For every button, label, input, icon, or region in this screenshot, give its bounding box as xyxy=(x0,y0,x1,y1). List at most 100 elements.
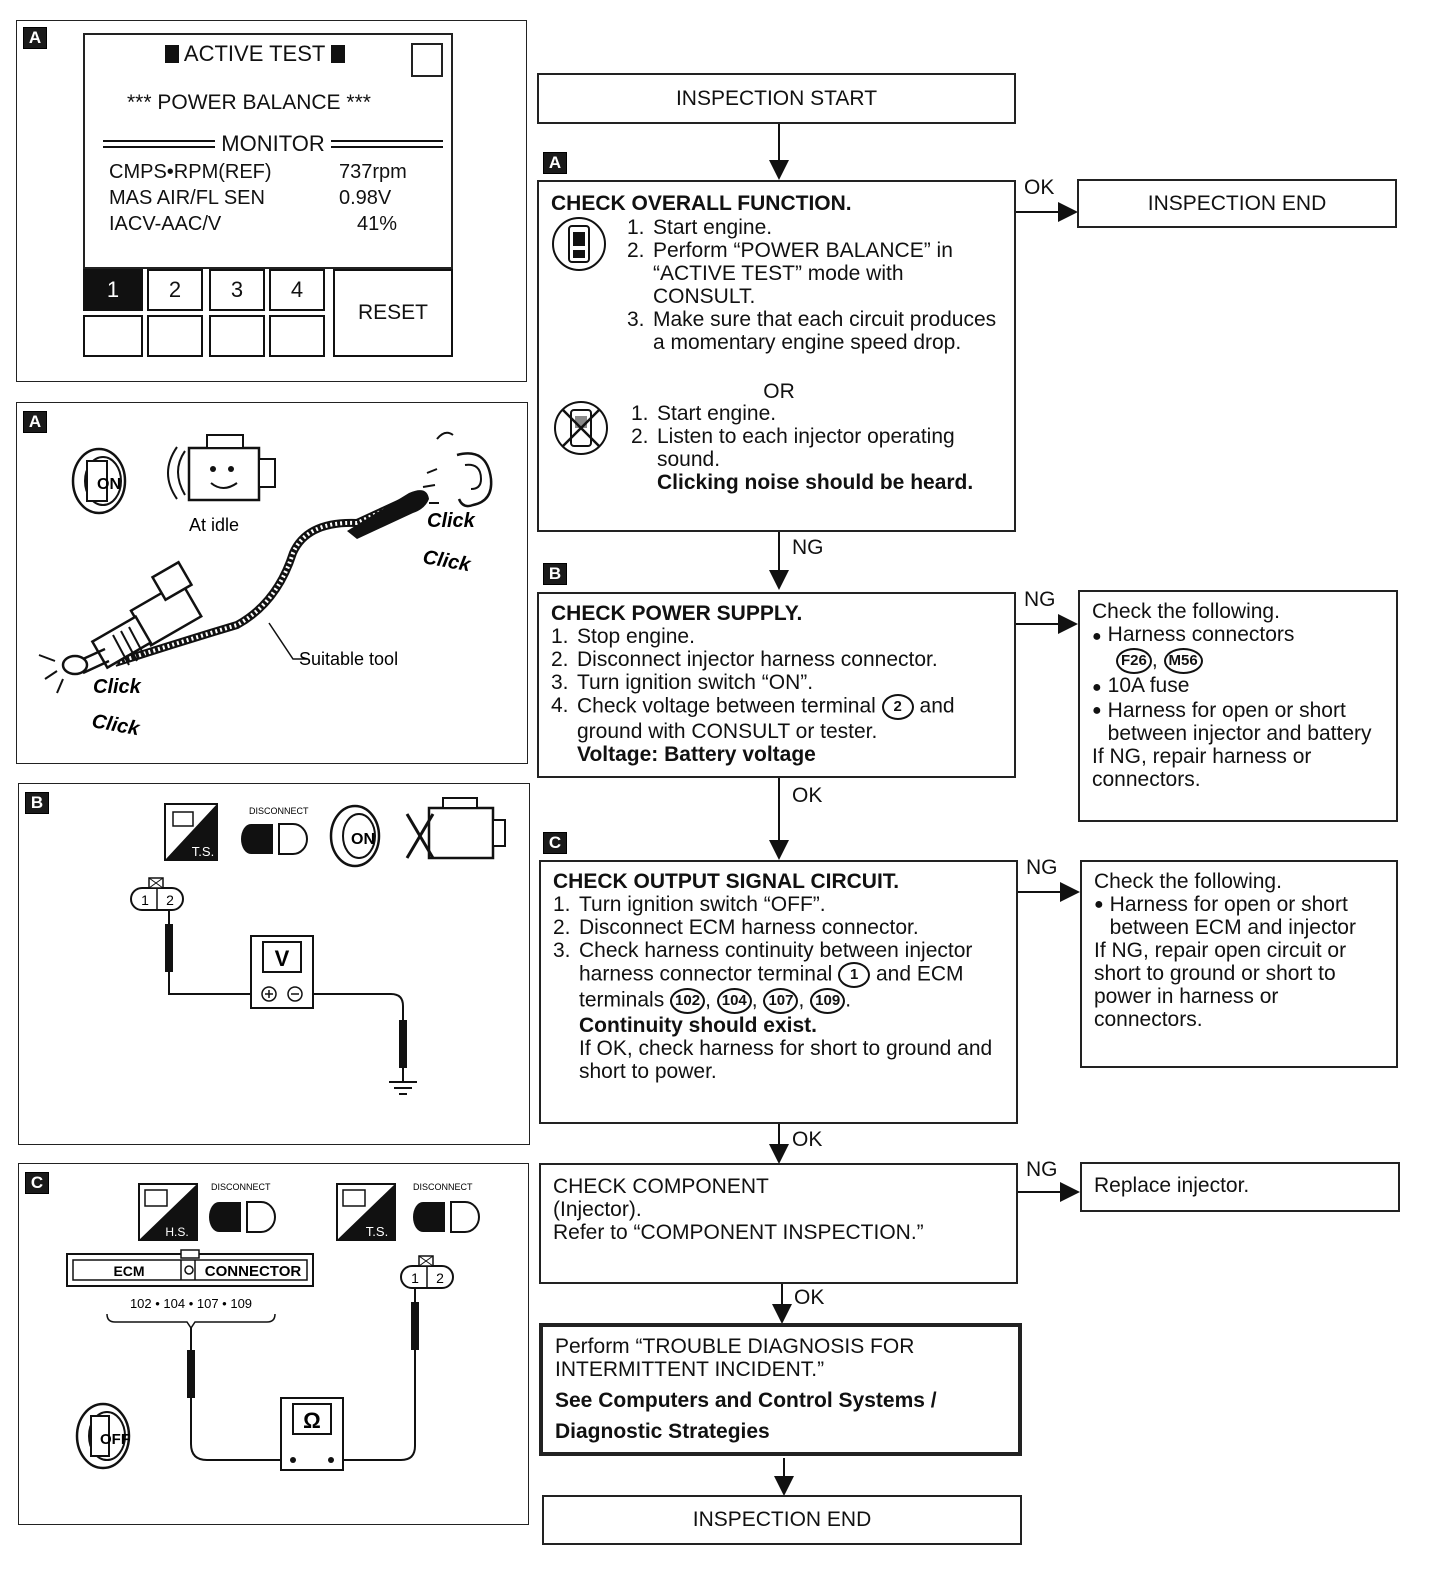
panel-c-tag: C xyxy=(25,1172,49,1194)
list-item-text: Disconnect ECM harness connector. xyxy=(579,916,919,939)
ignition-key-on-icon: ON xyxy=(329,804,381,868)
hs-label: H.S. xyxy=(165,1225,188,1239)
step-a-alt-list: 1.Start engine. 2.Listen to each injecto… xyxy=(631,402,1001,494)
panel-b-voltage: B T.S. DISCONNECT ON xyxy=(18,783,530,1145)
list-item: 3.Check harness continuity between injec… xyxy=(553,939,993,1083)
ng-c-bullet: ●Harness for open or short between ECM a… xyxy=(1094,893,1392,939)
disconnect-icon: DISCONNECT xyxy=(241,806,309,855)
ng-c-tail: If NG, repair open circuit or short to g… xyxy=(1094,939,1347,1031)
ng-label: NG xyxy=(1026,1158,1058,1181)
step-b-tag: B xyxy=(543,563,567,585)
ng-b-connectors: F26, M56 xyxy=(1092,648,1392,674)
ng-b-bullet: ●Harness for open or short between injec… xyxy=(1092,699,1392,745)
cyl-button-4[interactable]: 4 xyxy=(269,269,325,311)
ng-b-bullet-text: Harness for open or short between inject… xyxy=(1107,699,1372,745)
list-item: 2.Disconnect ECM harness connector. xyxy=(553,916,919,939)
ng-c-bullet-text: Harness for open or short between ECM an… xyxy=(1109,893,1356,939)
inspection-end-label: INSPECTION END xyxy=(1147,192,1327,215)
no-consult-icon xyxy=(554,401,608,455)
step-d-line: (Injector). xyxy=(553,1198,642,1221)
key-on-text: ON xyxy=(351,831,375,848)
at-idle-label: At idle xyxy=(189,515,239,535)
step-b-list: 1.Stop engine. 2.Disconnect injector har… xyxy=(551,625,1011,766)
list-item-text: Start engine. xyxy=(657,402,777,425)
ng-c-head: Check the following. xyxy=(1094,870,1282,893)
list-item-text: Perform “POWER BALANCE” in “ACTIVE TEST”… xyxy=(653,239,953,308)
key-off-text: OFF xyxy=(100,1431,130,1448)
ok-label: OK xyxy=(794,1286,825,1309)
monitor-rows: CMPS•RPM(REF) 737rpm MAS AIR/FL SEN 0.98… xyxy=(109,159,429,237)
step-c-title: CHECK OUTPUT SIGNAL CIRCUIT. xyxy=(553,870,900,893)
ts-label: T.S. xyxy=(192,844,214,859)
ignition-key-off-icon: OFF xyxy=(75,1402,131,1470)
step-a-list: 1.Start engine. 2.Perform “POWER BALANCE… xyxy=(627,216,1007,354)
step-c-list: 1.Turn ignition switch “OFF”. 2.Disconne… xyxy=(553,893,1013,1083)
ts-label: T.S. xyxy=(366,1224,388,1239)
clicking-noise-note: Clicking noise should be heard. xyxy=(657,471,974,494)
step-d-line: Refer to “COMPONENT INSPECTION.” xyxy=(553,1221,924,1244)
list-item-text: Check voltage between terminal xyxy=(577,694,876,718)
cyl-button-2[interactable]: 2 xyxy=(147,269,203,311)
screen-checkbox[interactable] xyxy=(411,43,443,77)
cyl-button-3[interactable]: 3 xyxy=(209,269,265,311)
monitor-row-value: 0.98V xyxy=(339,187,392,209)
suitable-tool-label: Suitable tool xyxy=(299,649,398,669)
monitor-row-value: 737rpm xyxy=(339,161,407,183)
monitor-row-name: CMPS•RPM(REF) xyxy=(109,161,272,183)
active-test-label: ACTIVE TEST xyxy=(183,41,325,66)
terminal-badge: 104 xyxy=(716,988,752,1014)
step-e-content: Perform “TROUBLE DIAGNOSIS FOR INTERMITT… xyxy=(555,1335,1015,1443)
step-d-line: CHECK COMPONENT xyxy=(553,1175,769,1198)
terminal-badge: 2 xyxy=(881,694,914,720)
ecm-terminals-label: 102 • 104 • 107 • 109 xyxy=(130,1296,252,1311)
list-item: 1.Stop engine. xyxy=(551,625,695,648)
empty-button[interactable] xyxy=(209,315,265,357)
ng-c-box: Check the following. ●Harness for open o… xyxy=(1080,860,1398,1068)
panel-b-tag: B xyxy=(25,792,49,814)
ng-b-tail: If NG, repair harness or connectors. xyxy=(1092,745,1312,791)
step-b-box: CHECK POWER SUPPLY. 1.Stop engine. 2.Dis… xyxy=(537,592,1016,778)
empty-button[interactable] xyxy=(147,315,203,357)
terminal-badge: 1 xyxy=(838,962,871,988)
list-item-text: Disconnect injector harness connector. xyxy=(577,648,938,671)
disconnect-label: DISCONNECT xyxy=(249,806,309,816)
disconnect-icon: DISCONNECT xyxy=(209,1182,276,1233)
ohmmeter-icon: Ω xyxy=(280,1397,344,1471)
monitor-row-value: 41% xyxy=(357,213,398,235)
inspection-start-label: INSPECTION START xyxy=(675,87,878,110)
injector-illustration: ON xyxy=(38,431,493,740)
terminal-badge: 109 xyxy=(810,988,846,1014)
engine-idle-icon xyxy=(167,434,276,502)
harness-side-icon: H.S. xyxy=(138,1183,198,1241)
ng-b-head: Check the following. xyxy=(1092,600,1280,623)
connector-label: CONNECTOR xyxy=(205,1263,302,1280)
step-b-title: CHECK POWER SUPPLY. xyxy=(551,602,803,625)
continuity-check-diagram: H.S. DISCONNECT T.S. DISCONNECT xyxy=(66,1182,480,1471)
list-item-text: Check harness continuity between injecto… xyxy=(579,939,973,986)
key-on-text: ON xyxy=(97,476,121,493)
cyl-button-label: 1 xyxy=(106,277,120,302)
inspection-end-bottom-box: INSPECTION END xyxy=(542,1495,1022,1545)
injector-connector-icon: 1 2 xyxy=(400,1255,454,1289)
cyl-button-1[interactable]: 1 xyxy=(83,269,143,311)
click-label: Click xyxy=(93,676,142,698)
voltage-spec: Voltage: Battery voltage xyxy=(577,743,816,766)
active-test-title: ACTIVE TEST xyxy=(165,41,346,67)
monitor-row-name: MAS AIR/FL SEN xyxy=(109,187,265,209)
monitor-row-name: IACV-AAC/V xyxy=(109,213,222,235)
inspection-end-top-box: INSPECTION END xyxy=(1077,179,1397,228)
injector-icon xyxy=(61,560,203,676)
empty-button[interactable] xyxy=(83,315,143,357)
list-item-text: and ECM terminals xyxy=(579,962,964,1012)
reset-button[interactable]: RESET xyxy=(333,269,453,357)
terminal-badge: 107 xyxy=(763,988,799,1014)
empty-button[interactable] xyxy=(269,315,325,357)
monitor-row: MAS AIR/FL SEN 0.98V xyxy=(109,185,429,211)
replace-injector-label: Replace injector. xyxy=(1094,1174,1250,1197)
list-item: 1.Turn ignition switch “OFF”. xyxy=(553,893,826,916)
cyl-button-label: 2 xyxy=(168,277,182,302)
panel-a-tag: A xyxy=(23,27,47,49)
voltmeter-icon: V xyxy=(250,935,314,1009)
ng-label: NG xyxy=(1024,588,1056,611)
ecm-connector-icon: ECM CONNECTOR xyxy=(66,1249,314,1287)
